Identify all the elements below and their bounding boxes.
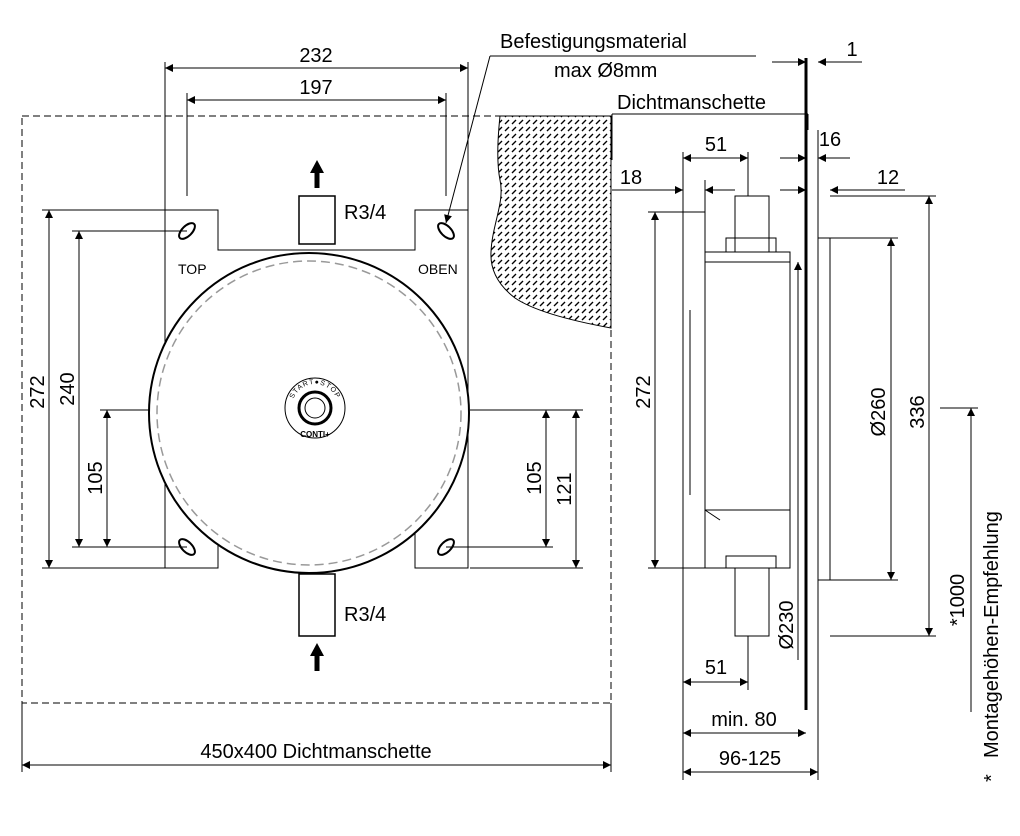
pipe-bottom-label: R3/4 <box>344 604 386 626</box>
dim-12: 12 <box>780 167 905 194</box>
dim-96-125: 96-125 <box>683 748 818 776</box>
svg-text:105: 105 <box>85 461 107 494</box>
svg-text:450x400 Dichtmanschette: 450x400 Dichtmanschette <box>200 741 431 763</box>
label-oben: OBEN <box>418 261 458 277</box>
footnote-star: * <box>981 774 1003 782</box>
svg-text:96-125: 96-125 <box>719 748 781 770</box>
fixing-material-label: Befestigungsmaterial <box>500 31 687 53</box>
sealing-collar-outline <box>21 115 612 704</box>
svg-text:272: 272 <box>27 375 49 408</box>
dim-51-bottom: 51 <box>682 568 749 690</box>
svg-text:min. 80: min. 80 <box>711 709 777 731</box>
svg-text:336: 336 <box>907 395 929 428</box>
flow-arrow-up-icon <box>310 160 324 188</box>
side-pipe-bottom <box>734 567 770 637</box>
side-pipe-top <box>734 195 770 253</box>
dim-right-121: 121 <box>470 409 583 569</box>
side-body <box>704 251 791 569</box>
svg-text:121: 121 <box>554 472 576 505</box>
footnote-text: Montagehöhen-Empfehlung <box>981 511 1003 758</box>
svg-text:51: 51 <box>705 657 727 679</box>
dim-51-top: 51 <box>682 134 749 212</box>
svg-text:18: 18 <box>620 167 642 189</box>
dim-collar: 450x400 Dichtmanschette <box>21 703 612 772</box>
mounting-slot-icon <box>178 222 455 556</box>
svg-text:51: 51 <box>705 134 727 156</box>
dim-16: 16 <box>780 129 850 162</box>
dim-inner-width: 197 <box>186 77 447 196</box>
svg-text:105: 105 <box>524 461 546 494</box>
svg-text:*1000: *1000 <box>947 574 969 626</box>
callouts: Befestigungsmaterial max Ø8mm Dichtmansc… <box>444 31 809 329</box>
dim-18: 18 <box>612 167 735 212</box>
dim-right-105: 105 <box>446 409 553 548</box>
label-top: TOP <box>178 261 207 277</box>
svg-text:272: 272 <box>633 375 655 408</box>
dim-wall: 1 <box>772 39 862 66</box>
svg-text:232: 232 <box>299 45 332 67</box>
start-stop-button: START●STOP CONTI+ <box>284 377 346 439</box>
dim-336: 336 <box>830 195 936 637</box>
flow-arrow-up-icon <box>310 643 324 671</box>
dim-left-105: 105 <box>85 409 187 548</box>
dim-outer-width: 232 <box>164 45 469 210</box>
mounting-plate <box>164 209 469 569</box>
svg-text:16: 16 <box>819 129 841 151</box>
inner-dashed-circle <box>156 260 462 566</box>
svg-text:Ø230: Ø230 <box>776 601 798 650</box>
button-brand: CONTI+ <box>300 430 330 439</box>
svg-text:1: 1 <box>846 39 857 61</box>
seal-sleeve-hatched <box>490 115 612 329</box>
dim-dia-260: Ø260 <box>830 237 898 581</box>
cover-plate <box>817 237 831 581</box>
dim-outer-height: 272 <box>27 209 165 569</box>
side-body-flange <box>682 211 706 569</box>
pipe-top <box>298 195 336 245</box>
svg-text:197: 197 <box>299 77 332 99</box>
dim-height-1000: *1000 <box>940 407 978 712</box>
pipe-bottom <box>298 573 336 637</box>
fixing-size-label: max Ø8mm <box>554 60 657 82</box>
side-view: 1 16 51 18 12 <box>612 39 1003 782</box>
pipe-top-label: R3/4 <box>344 202 386 224</box>
front-view: START●STOP CONTI+ TOP OBEN R3/4 R3/4 232… <box>21 45 612 772</box>
dim-min-80: min. 80 <box>682 690 806 780</box>
svg-text:Ø260: Ø260 <box>868 388 890 437</box>
seal-label: Dichtmanschette <box>617 92 766 114</box>
dim-dia-230: Ø230 <box>776 262 802 660</box>
svg-text:12: 12 <box>877 167 899 189</box>
svg-text:240: 240 <box>57 372 79 405</box>
dim-side-272: 272 <box>633 211 683 569</box>
